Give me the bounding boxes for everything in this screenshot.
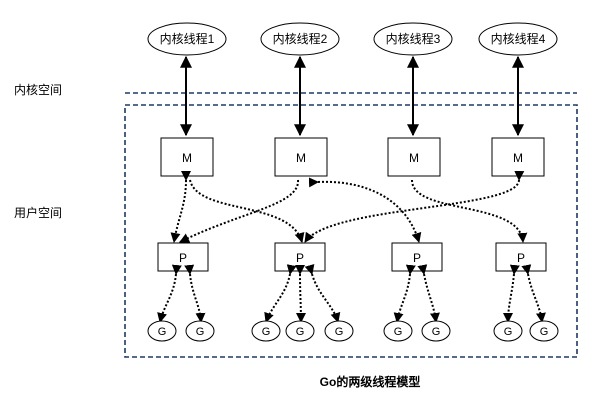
- machine-label: M: [296, 151, 306, 165]
- kernel-thread-3: 内核线程3: [373, 22, 453, 56]
- kernel-thread-ellipse: [373, 22, 453, 56]
- p-g-link: [503, 264, 520, 323]
- processor-3: P: [391, 242, 443, 272]
- p-g-link: [304, 263, 341, 323]
- processor-1: P: [157, 242, 209, 272]
- processor-label: P: [179, 251, 187, 265]
- goroutine-ellipse: [493, 320, 523, 342]
- goroutine-group-1: G G: [147, 320, 215, 342]
- processor-label: P: [517, 251, 525, 265]
- goroutine-ellipse: [285, 320, 315, 342]
- p-g-link: [157, 264, 182, 323]
- m-p-link: [308, 177, 422, 243]
- kernel-thread-2: 内核线程2: [260, 22, 340, 56]
- goroutine-ellipse: [251, 320, 281, 342]
- goroutine-group-4: G G: [493, 320, 559, 342]
- goroutine-label: G: [432, 326, 441, 338]
- goroutine-ellipse: [529, 320, 559, 342]
- kernel-thread-ellipse: [147, 22, 227, 56]
- user-space-label: 用户空间: [14, 205, 62, 220]
- kernel-thread-1: 内核线程1: [147, 22, 227, 56]
- kernel-thread-ellipse: [260, 22, 340, 56]
- processor-2: P: [274, 242, 326, 272]
- machine-label: M: [513, 151, 523, 165]
- goroutine-group-3: G G: [383, 320, 451, 342]
- goroutine-ellipse: [324, 320, 354, 342]
- machine-box: [387, 137, 441, 177]
- kernel-space-label: 内核空间: [14, 83, 62, 97]
- goroutine-label: G: [262, 326, 271, 338]
- machine-label: M: [182, 151, 192, 165]
- kernel-thread-label: 内核线程2: [273, 31, 328, 46]
- machine-label: M: [409, 151, 419, 165]
- m-p-link: [179, 179, 300, 243]
- m-p-links: [170, 170, 528, 243]
- p-g-link: [521, 264, 546, 323]
- p-g-link: [264, 264, 297, 323]
- diagram-caption: Go的两级线程模型: [320, 374, 421, 389]
- goroutine-label: G: [504, 326, 513, 338]
- machine-box: [274, 137, 328, 177]
- m-p-link: [411, 179, 528, 243]
- goroutine-label: G: [296, 326, 305, 338]
- machine-3: M: [387, 137, 441, 177]
- kernel-thread-label: 内核线程4: [491, 31, 546, 46]
- p-g-link: [294, 264, 306, 323]
- m-p-link: [304, 170, 525, 243]
- goroutine-label: G: [394, 326, 403, 338]
- machine-box: [160, 137, 214, 177]
- user-space-boundary: [124, 104, 578, 358]
- p-g-link: [184, 264, 206, 323]
- machine-1: M: [160, 137, 214, 177]
- processor-label: P: [413, 251, 421, 265]
- goroutine-ellipse: [383, 320, 413, 342]
- m-p-link: [170, 170, 192, 243]
- goroutine-label: G: [540, 326, 549, 338]
- machine-2: M: [274, 137, 328, 177]
- kernel-thread-4: 内核线程4: [478, 22, 558, 56]
- goroutine-ellipse: [147, 320, 177, 342]
- goroutine-ellipse: [421, 320, 451, 342]
- p-g-links: [157, 263, 546, 323]
- kernel-thread-ellipse: [478, 22, 558, 56]
- kernel-thread-label: 内核线程3: [386, 31, 441, 46]
- goroutine-ellipse: [185, 320, 215, 342]
- machine-box: [491, 137, 545, 177]
- kernel-thread-label: 内核线程1: [160, 31, 215, 46]
- goroutine-label: G: [335, 326, 344, 338]
- p-g-link: [393, 264, 416, 323]
- m-p-link: [189, 179, 305, 243]
- goroutine-group-2: G G G: [251, 320, 354, 342]
- goroutine-label: G: [196, 326, 205, 338]
- machine-4: M: [491, 137, 545, 177]
- goroutine-label: G: [158, 326, 167, 338]
- p-g-link: [417, 264, 440, 323]
- processor-label: P: [296, 251, 304, 265]
- processor-4: P: [495, 242, 547, 272]
